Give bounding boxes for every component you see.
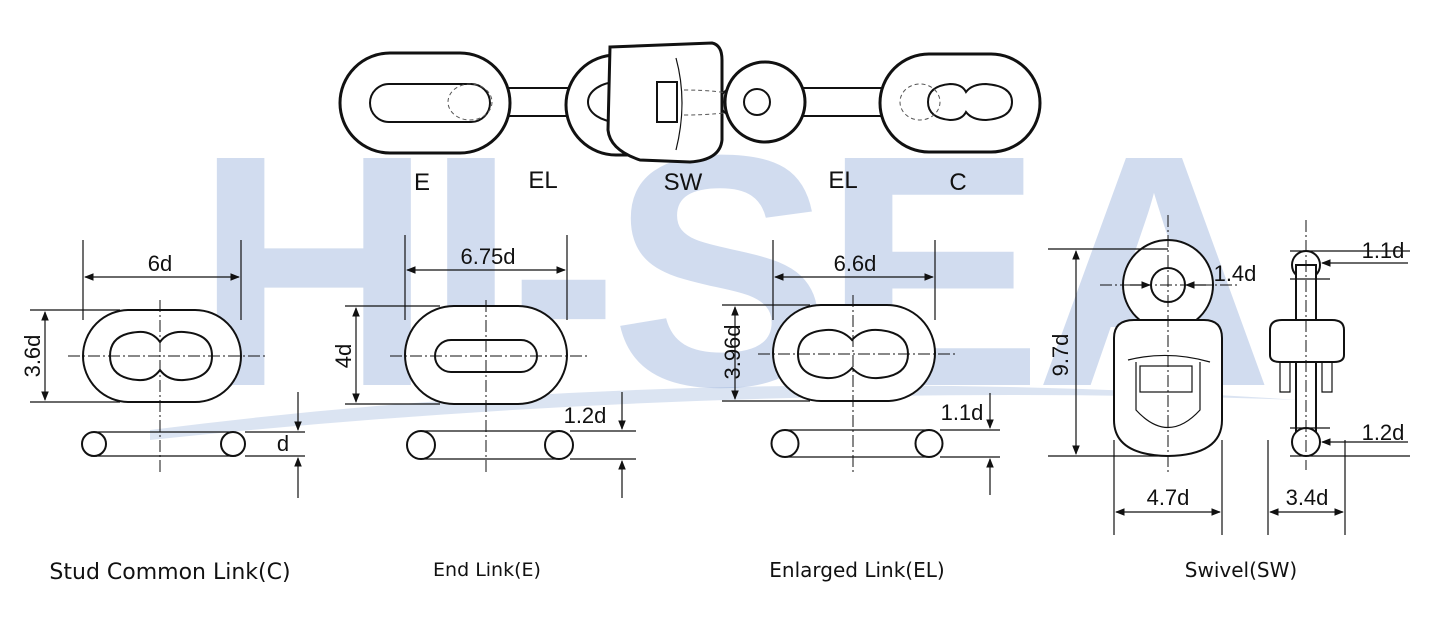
assembly-label-e: E [414, 169, 430, 196]
enlarged-link-height-dim: 3.96d [720, 324, 745, 379]
assembly-stud-link [878, 52, 1042, 154]
swivel-height-dim: 9.7d [1048, 334, 1073, 377]
swivel-front-body [1113, 319, 1223, 458]
swivel-side-collar [1269, 319, 1345, 363]
stud-link-caption: Stud Common Link(C) [49, 560, 290, 585]
assembly-label-el: EL [528, 167, 557, 194]
end-link-caption: End Link(E) [433, 559, 541, 581]
swivel-side-width-dim: 3.4d [1286, 485, 1329, 510]
enlarged-link-caption: Enlarged Link(EL) [769, 558, 944, 582]
assembly-label-sw: SW [664, 169, 703, 196]
swivel-eye-dim: 1.4d [1214, 261, 1257, 286]
chain-assembly: E EL SW EL C [338, 41, 1042, 196]
enlarged-link-diameter-dim: 1.1d [941, 400, 984, 425]
watermark-swoosh [150, 385, 1300, 440]
swivel-caption: Swivel(SW) [1185, 558, 1297, 582]
enlarged-link-width-dim: 6.6d [834, 251, 877, 276]
stud-common-link-drawing: 6d 3.6d d Stud Common Link(C) [20, 240, 305, 585]
assembly-swivel-eye [723, 60, 807, 144]
stud-link-diameter-dim: d [277, 431, 289, 456]
assembly-label-el-2: EL [828, 167, 857, 194]
end-link-drawing: 6.75d 4d 1.2d End Link(E) [331, 235, 636, 581]
stud-link-width-dim: 6d [148, 251, 172, 276]
end-link-diameter-dim: 1.2d [564, 403, 607, 428]
end-link-height-dim: 4d [331, 344, 356, 368]
end-link-width-dim: 6.75d [460, 244, 515, 269]
swivel-front-width-dim: 4.7d [1147, 485, 1190, 510]
assembly-label-c: C [949, 169, 966, 196]
enlarged-link-drawing: 6.6d 3.96d 1.1d Enlarged Link(EL) [720, 240, 1000, 582]
swivel-bottom-dim: 1.2d [1362, 420, 1405, 445]
swivel-top-dim: 1.1d [1362, 238, 1405, 263]
swivel-drawing: 9.7d 1.4d 1.1d 1.2d 4.7d 3.4d Swivel(SW) [1048, 215, 1410, 582]
stud-link-height-dim: 3.6d [20, 335, 45, 378]
assembly-swivel [606, 41, 741, 164]
assembly-end-link [338, 51, 512, 155]
